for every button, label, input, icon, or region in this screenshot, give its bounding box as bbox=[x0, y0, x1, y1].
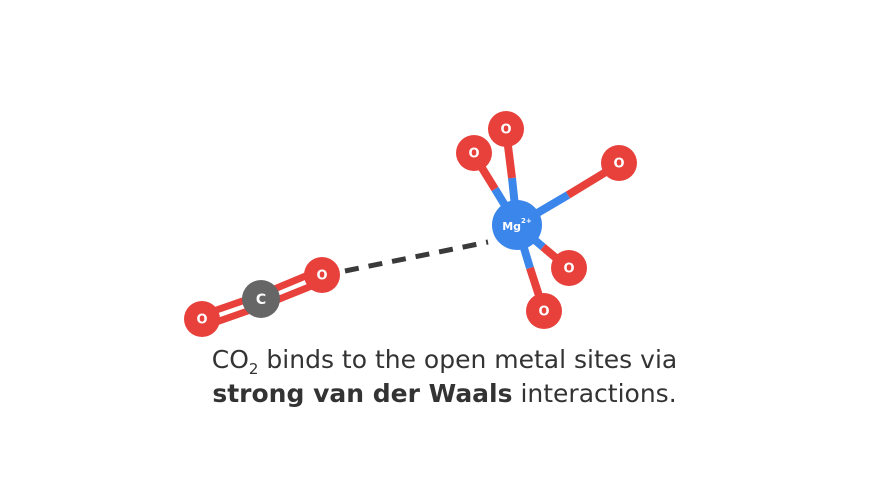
svg-text:O: O bbox=[468, 147, 479, 162]
magnesium-ion: Mg2+ bbox=[492, 200, 542, 250]
caption-line-2-text: interactions. bbox=[512, 379, 677, 408]
caption-line-1-text: binds to the open metal sites via bbox=[258, 345, 678, 374]
co2-oxygen-atom-right: O bbox=[304, 257, 340, 293]
svg-text:Mg2+: Mg2+ bbox=[502, 217, 532, 233]
svg-text:O: O bbox=[196, 313, 207, 328]
caption-emphasis: strong van der Waals bbox=[212, 379, 513, 408]
magnesium-symbol: Mg bbox=[502, 220, 521, 233]
oxygen-atom-lower-right: O bbox=[551, 250, 587, 286]
magnesium-charge: 2+ bbox=[521, 217, 532, 225]
co2-oxygen-atom-left: O bbox=[184, 301, 220, 337]
svg-text:O: O bbox=[538, 305, 549, 320]
svg-text:O: O bbox=[613, 157, 624, 172]
van-der-waals-interaction-line bbox=[344, 239, 489, 274]
oxygen-atom-top: O bbox=[488, 111, 524, 147]
svg-text:O: O bbox=[316, 269, 327, 284]
caption-subscript: 2 bbox=[248, 360, 259, 378]
svg-text:C: C bbox=[256, 292, 266, 308]
caption-line-2: strong van der Waals interactions. bbox=[0, 377, 889, 411]
oxygen-atom-right: O bbox=[601, 145, 637, 181]
diagram-caption: CO2 binds to the open metal sites via st… bbox=[0, 343, 889, 411]
caption-molecule: CO bbox=[211, 345, 249, 374]
caption-line-1: CO2 binds to the open metal sites via bbox=[0, 343, 889, 377]
svg-text:O: O bbox=[500, 123, 511, 138]
oxygen-atom-bottom: O bbox=[526, 293, 562, 329]
oxygen-atom-upper-left: O bbox=[456, 135, 492, 171]
co2-carbon-atom: C bbox=[242, 280, 280, 318]
svg-text:O: O bbox=[563, 262, 574, 277]
